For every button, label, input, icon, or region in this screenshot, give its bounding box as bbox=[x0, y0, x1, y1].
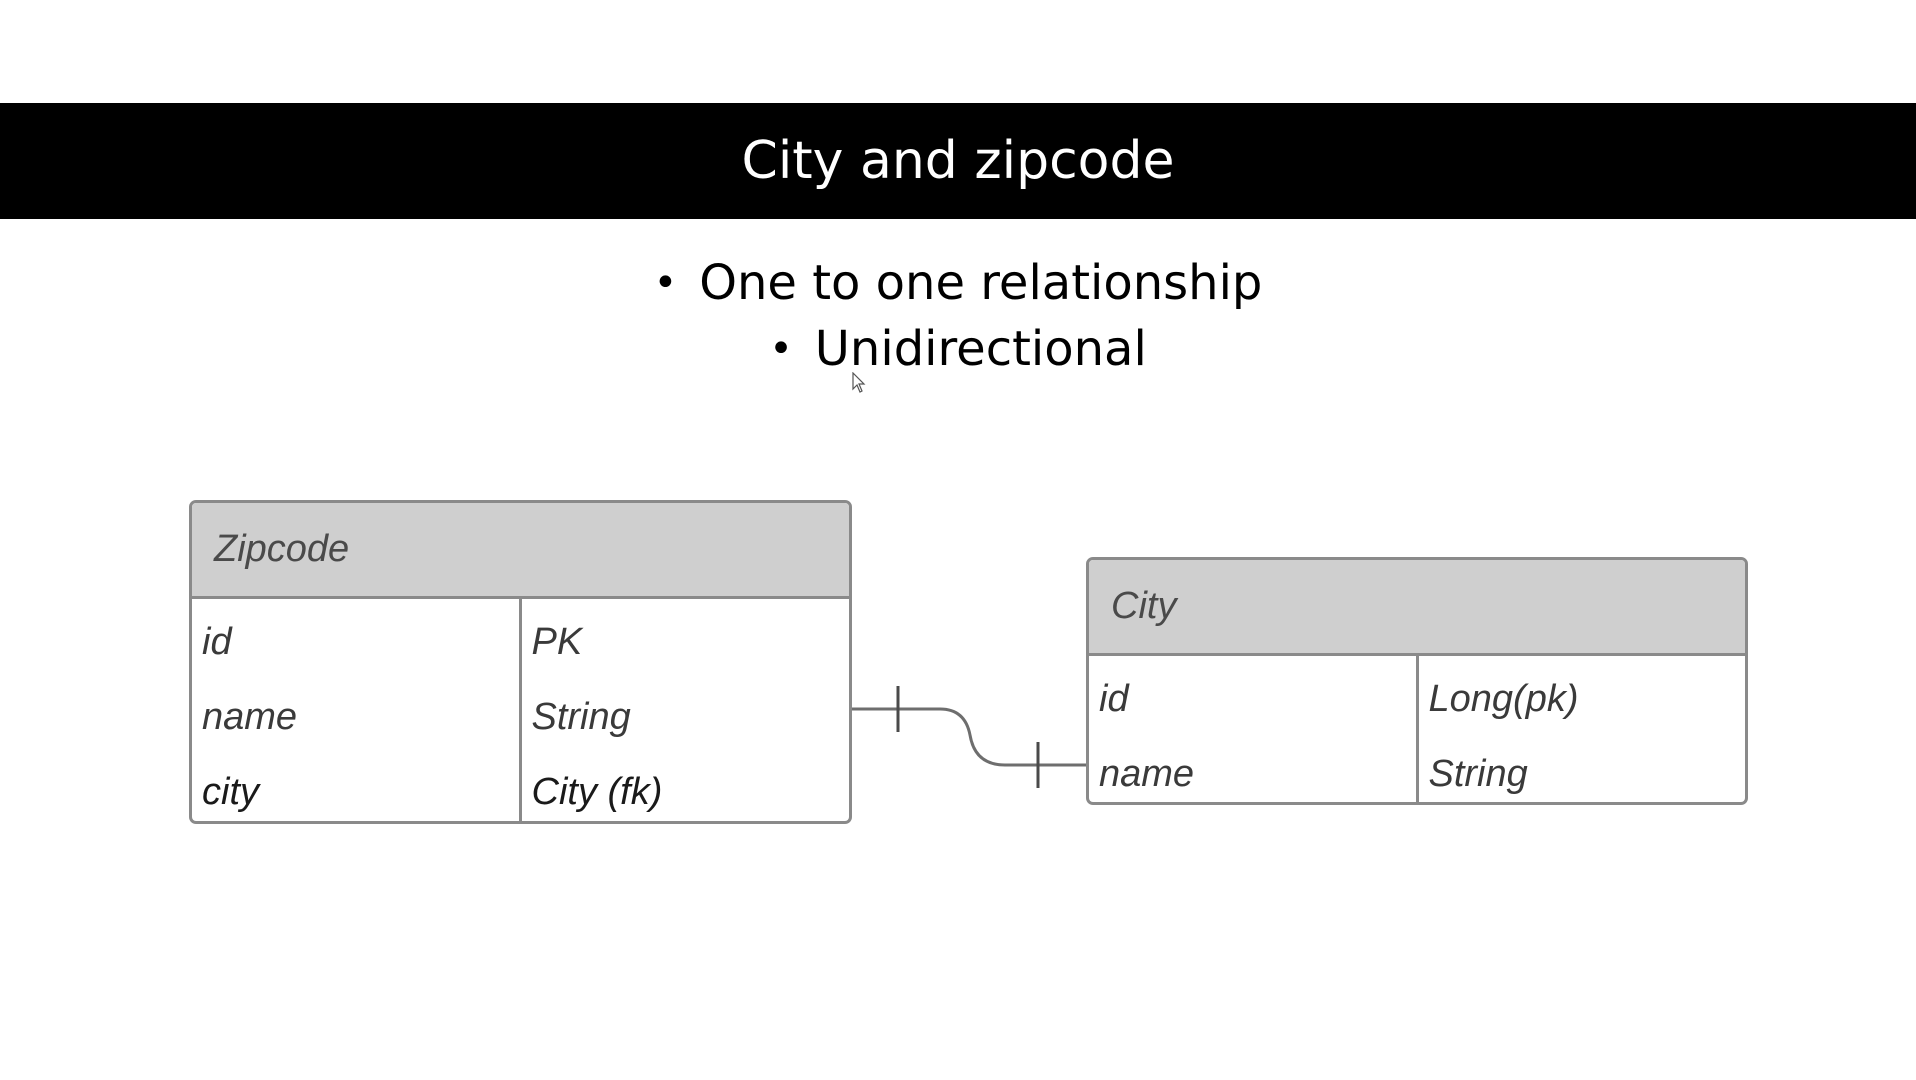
entity-body: id name city PK String City (fk) bbox=[192, 599, 850, 821]
field-cell: id bbox=[1099, 678, 1129, 720]
entity-header: Zipcode bbox=[192, 503, 849, 599]
type-cell: PK bbox=[531, 621, 583, 663]
slide-title: City and zipcode bbox=[741, 131, 1175, 191]
mouse-pointer-icon bbox=[852, 372, 866, 393]
field-cell: id bbox=[202, 621, 232, 663]
entity-name: City bbox=[1111, 585, 1177, 627]
field-cell: name bbox=[1099, 753, 1195, 795]
bullet-dot-icon: • bbox=[653, 260, 678, 306]
type-column: Long(pk) String bbox=[1419, 656, 1746, 802]
relationship-line bbox=[852, 707, 1086, 767]
type-cell: Long(pk) bbox=[1428, 678, 1579, 720]
bullet-list: • One to one relationship • Unidirectional bbox=[0, 250, 1916, 382]
bullet-item: • Unidirectional bbox=[0, 316, 1916, 382]
field-column: id name city bbox=[192, 599, 522, 821]
type-cell: City (fk) bbox=[531, 771, 663, 813]
type-cell: String bbox=[531, 696, 631, 738]
type-cell: String bbox=[1428, 753, 1528, 795]
title-bar: City and zipcode bbox=[0, 103, 1916, 219]
type-column: PK String City (fk) bbox=[522, 599, 850, 821]
entity-zipcode[interactable]: Zipcode id name city PK String City (fk) bbox=[189, 500, 852, 824]
field-cell: city bbox=[202, 771, 259, 813]
bullet-text: Unidirectional bbox=[814, 321, 1147, 377]
bullet-item: • One to one relationship bbox=[0, 250, 1916, 316]
bullet-text: One to one relationship bbox=[699, 255, 1263, 311]
entity-body: id name Long(pk) String bbox=[1089, 656, 1746, 802]
field-cell: name bbox=[202, 696, 298, 738]
entity-city[interactable]: City id name Long(pk) String bbox=[1086, 557, 1748, 805]
field-column: id name bbox=[1089, 656, 1419, 802]
bullet-dot-icon: • bbox=[769, 326, 793, 372]
entity-header: City bbox=[1089, 560, 1745, 656]
entity-name: Zipcode bbox=[214, 528, 350, 570]
